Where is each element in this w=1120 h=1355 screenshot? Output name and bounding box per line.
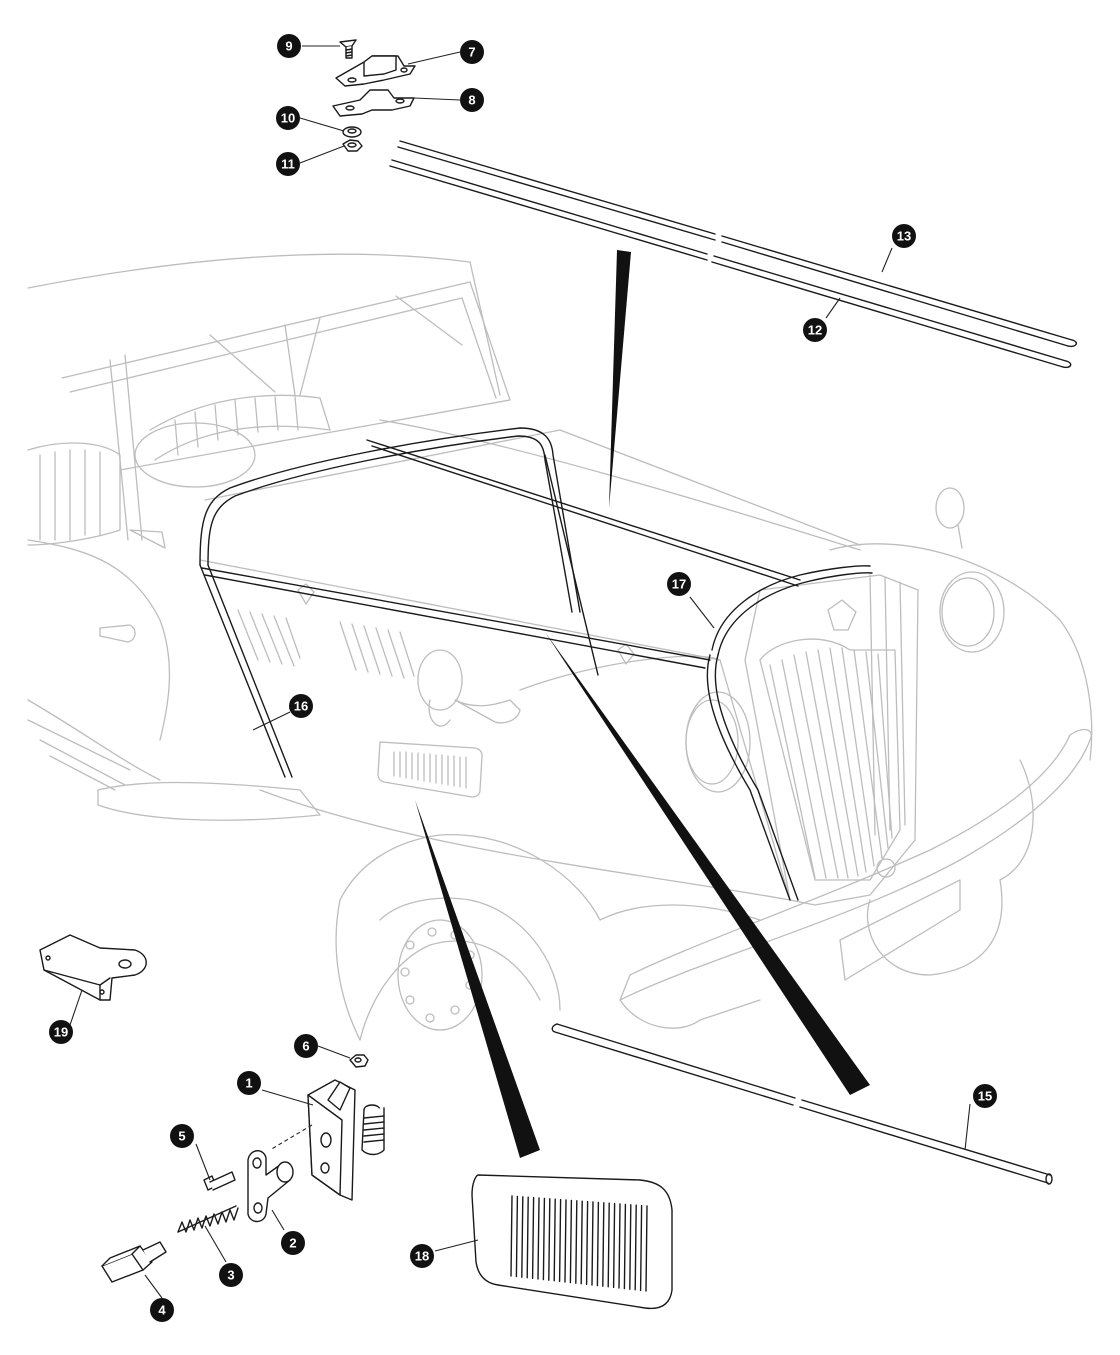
part-vent-small: [377, 741, 483, 798]
svg-text:15: 15: [978, 1089, 992, 1104]
vent-slot: [531, 1196, 535, 1280]
callout-12: 12: [803, 318, 827, 342]
callout-16: 16: [289, 694, 313, 718]
callout-19: 19: [49, 1020, 73, 1044]
part-vent-panel-18: [471, 1174, 673, 1310]
callout-11: 11: [276, 152, 300, 176]
vent-slot: [634, 1204, 637, 1291]
vent-slot: [602, 1202, 605, 1287]
vent-slot: [537, 1197, 540, 1280]
callout-15: 15: [973, 1084, 997, 1108]
part-strip-15: [551, 1023, 1053, 1185]
callouts: 9 7 8 10 11 13 12 17 16 15 18 19 1 6 5 2…: [49, 34, 997, 1322]
wedge-to-strip-15: [545, 632, 870, 1095]
dashed-leader: [269, 1124, 313, 1151]
callout-1: 1: [237, 1071, 261, 1095]
svg-text:17: 17: [672, 577, 686, 592]
part-bracket-19: [39, 934, 147, 1001]
part-washer-10: [342, 126, 362, 138]
vent-slot: [612, 1202, 616, 1289]
vent-slot: [645, 1205, 648, 1292]
part-spring-3: [177, 1205, 239, 1233]
svg-text:11: 11: [281, 157, 295, 172]
part-bracket-7-8: [332, 55, 416, 117]
svg-text:18: 18: [415, 1249, 429, 1264]
part-nut-6: [349, 1054, 369, 1068]
leader-lines: [69, 45, 971, 1299]
vent-slot: [542, 1197, 546, 1281]
callout-9: 9: [277, 34, 301, 58]
part-screw-5: [203, 1171, 236, 1191]
svg-text:5: 5: [178, 1129, 185, 1144]
svg-text:16: 16: [294, 699, 308, 714]
vent-slot: [553, 1198, 556, 1282]
svg-text:13: 13: [897, 229, 911, 244]
callout-7: 7: [460, 40, 484, 64]
part-screw-9: [339, 39, 357, 59]
svg-text:2: 2: [289, 1236, 296, 1251]
svg-text:9: 9: [285, 39, 292, 54]
wedge-to-vent: [415, 800, 540, 1158]
callout-4: 4: [150, 1298, 174, 1322]
vent-slot: [526, 1196, 529, 1279]
callout-3: 3: [219, 1263, 243, 1287]
vent-slot: [580, 1200, 583, 1285]
vent-slots-18: [510, 1195, 648, 1292]
part-catch-1: [307, 1079, 385, 1201]
vent-slot: [558, 1198, 562, 1283]
wedge-to-strips: [609, 250, 631, 508]
part-flange-2: [247, 1150, 294, 1223]
vent-slot: [510, 1195, 513, 1277]
svg-text:12: 12: [808, 323, 822, 338]
part-nut-11: [342, 139, 363, 152]
callout-2: 2: [281, 1231, 305, 1255]
svg-text:1: 1: [245, 1076, 252, 1091]
vent-slot: [548, 1198, 551, 1281]
vent-slot: [596, 1201, 600, 1287]
vent-slot: [591, 1201, 594, 1286]
callout-17: 17: [667, 572, 691, 596]
vent-slot: [629, 1204, 632, 1290]
svg-text:6: 6: [302, 1039, 309, 1054]
callout-18: 18: [410, 1244, 434, 1268]
vent-slot: [623, 1203, 627, 1290]
part-strips-12-13: [389, 140, 1078, 369]
vent-slot: [564, 1199, 567, 1283]
part-knob-4: [101, 1241, 167, 1283]
svg-text:3: 3: [227, 1268, 234, 1283]
car-outline: [27, 253, 1093, 1041]
svg-text:10: 10: [281, 111, 295, 126]
svg-text:7: 7: [468, 45, 475, 60]
callout-5: 5: [170, 1124, 194, 1148]
callout-10: 10: [276, 106, 300, 130]
vent-slot: [569, 1199, 573, 1284]
vent-slot: [515, 1195, 519, 1278]
part-bonnet-seal-16-17: [199, 427, 873, 901]
vent-slot: [607, 1202, 610, 1288]
vent-slot: [521, 1196, 524, 1278]
callout-8: 8: [460, 88, 484, 112]
vent-slot: [585, 1200, 589, 1286]
vent-slot: [575, 1200, 578, 1284]
callout-6: 6: [294, 1034, 318, 1058]
wedge-pointers: [415, 250, 870, 1158]
vent-slot: [618, 1203, 621, 1289]
svg-text:19: 19: [54, 1025, 68, 1040]
callout-13: 13: [892, 224, 916, 248]
vent-slot: [639, 1204, 643, 1292]
svg-text:4: 4: [158, 1303, 166, 1318]
svg-text:8: 8: [468, 93, 475, 108]
